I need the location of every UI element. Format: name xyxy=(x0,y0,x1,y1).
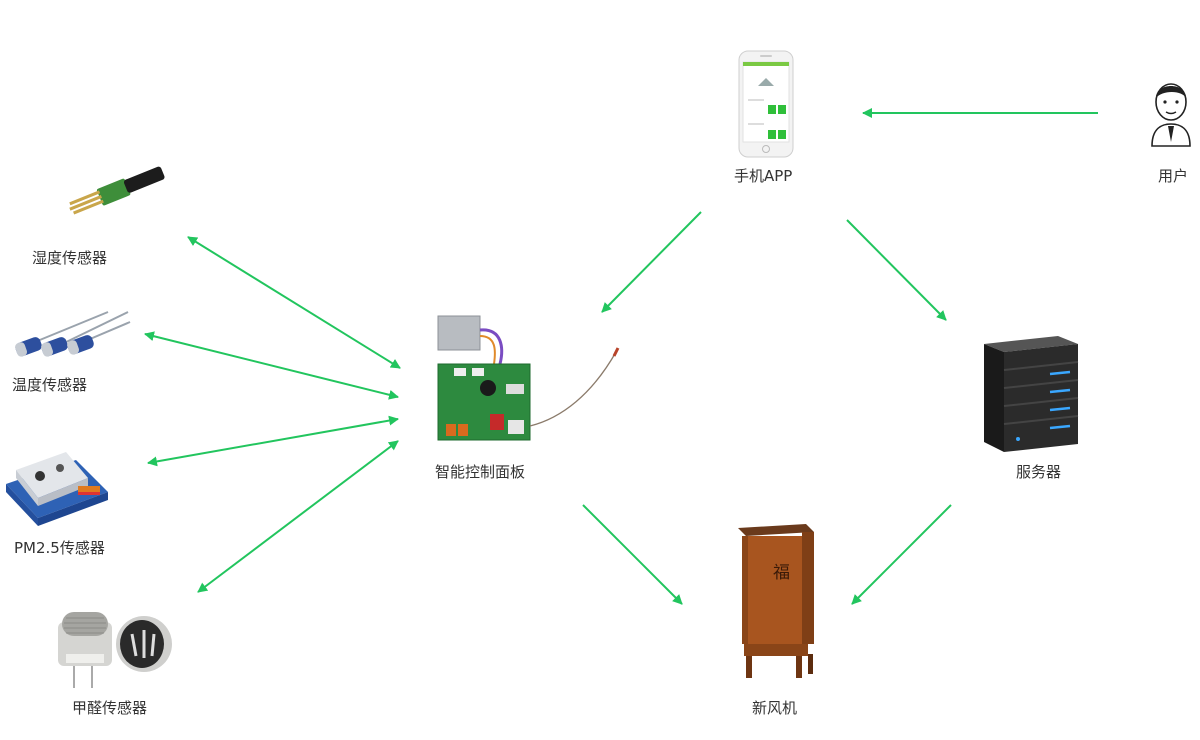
arrow-panel-humidity xyxy=(187,236,401,369)
server-icon xyxy=(984,336,1079,452)
fresh-air-unit-label: 新风机 xyxy=(752,699,798,717)
arrow-panel-formaldehyde xyxy=(197,440,399,593)
arrow-app-panel xyxy=(601,211,702,313)
fresh-air-unit-icon xyxy=(738,524,814,678)
formaldehyde-sensor-label: 甲醛传感器 xyxy=(72,699,148,717)
arrow-server-fresh-air xyxy=(851,504,952,605)
user-icon xyxy=(1151,83,1191,147)
humidity-sensor-icon xyxy=(69,166,165,215)
humidity-sensor-label: 湿度传感器 xyxy=(32,249,108,267)
arrow-panel-fresh-air xyxy=(582,504,683,605)
arrow-panel-pm25 xyxy=(147,415,399,467)
arrow-panel-temperature xyxy=(144,331,399,400)
circuit-board-icon xyxy=(437,315,620,441)
mobile-app-label: 手机APP xyxy=(734,167,793,185)
pm25-sensor-icon xyxy=(6,452,108,526)
pm25-sensor-label: PM2.5传感器 xyxy=(14,539,105,557)
temperature-sensor-label: 温度传感器 xyxy=(12,376,88,394)
fu-character: 福 xyxy=(773,563,790,583)
user-label: 用户 xyxy=(1158,167,1189,185)
formaldehyde-sensor-icon xyxy=(58,612,172,688)
arrow-app-server xyxy=(846,219,947,321)
temperature-sensor-icon xyxy=(15,311,131,357)
server-label: 服务器 xyxy=(1016,463,1062,481)
smartphone-icon xyxy=(738,50,794,158)
control-panel-label: 智能控制面板 xyxy=(435,463,526,481)
